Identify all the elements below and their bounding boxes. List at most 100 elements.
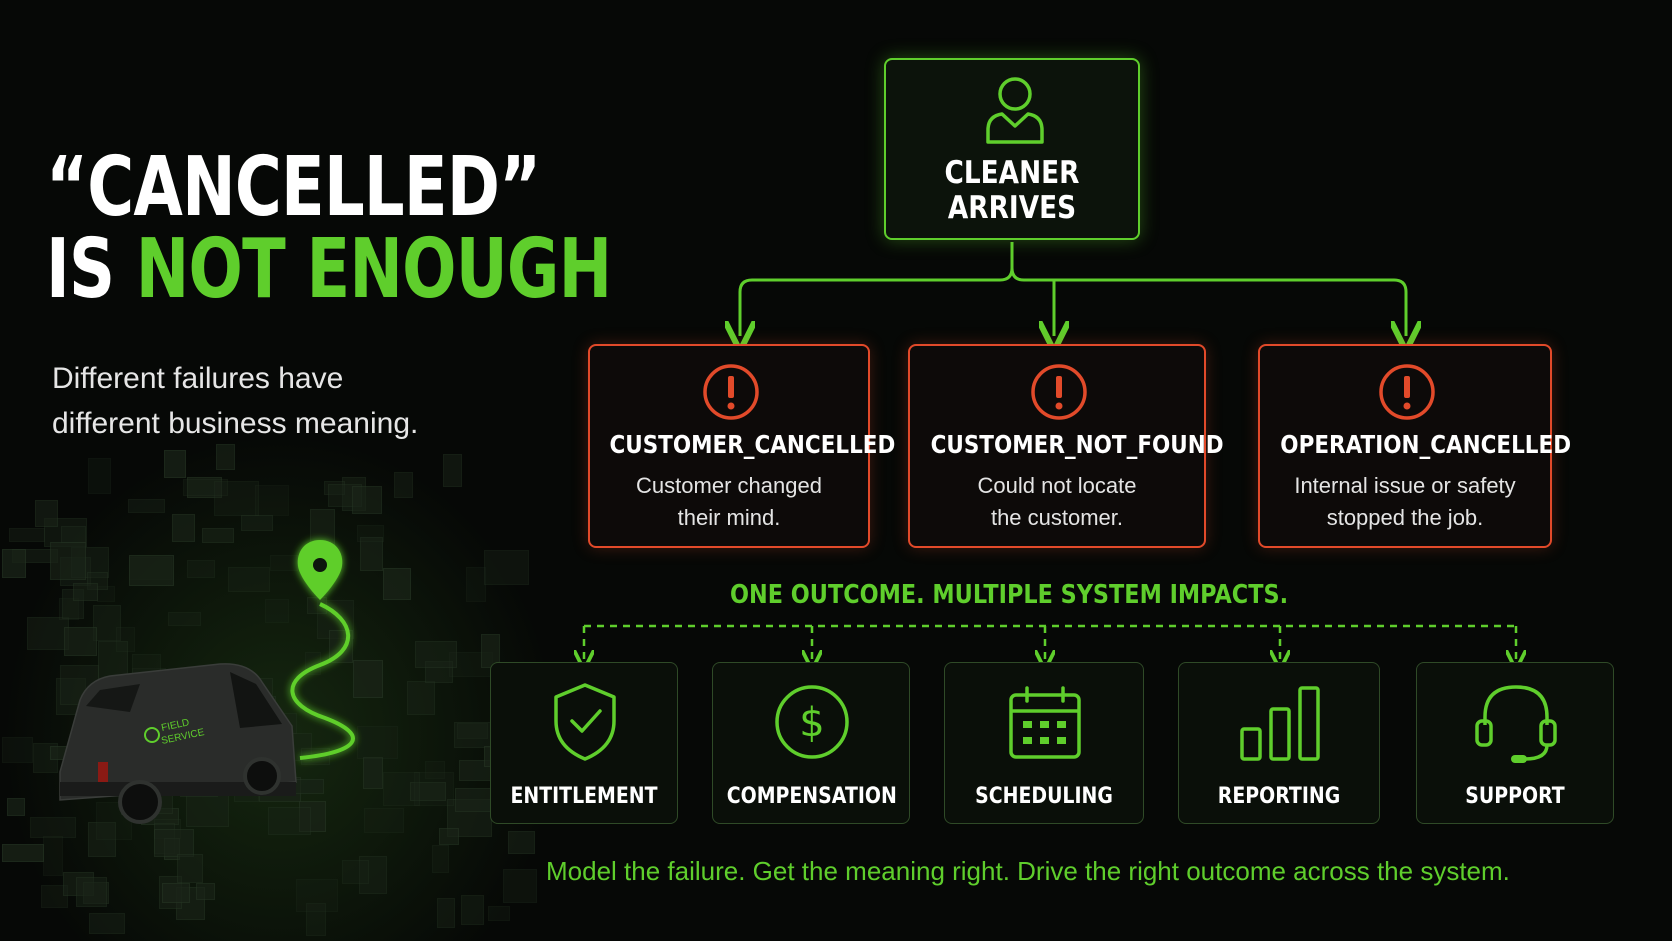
- city-block: [1, 843, 44, 863]
- city-block: [171, 513, 195, 542]
- city-block: [364, 807, 405, 833]
- city-block: [454, 788, 493, 813]
- city-block: [357, 524, 384, 542]
- city-block: [202, 528, 234, 544]
- impact-label: COMPENSATION: [726, 784, 897, 809]
- city-block: [483, 549, 529, 585]
- van-icon: FIELD SERVICE: [59, 663, 297, 824]
- alert-icon: [1031, 364, 1087, 420]
- city-block: [503, 868, 537, 903]
- dollar-icon: $: [775, 685, 849, 759]
- city-block: [50, 541, 87, 580]
- impact-label: ENTITLEMENT: [510, 784, 658, 809]
- city-block: [215, 444, 235, 471]
- city-block: [415, 640, 457, 669]
- failure-description: Customer changed their mind.: [590, 470, 868, 534]
- failure-description-line2: their mind.: [677, 505, 781, 530]
- root-label-line1: CLEANER: [944, 155, 1080, 191]
- city-block: [360, 536, 384, 571]
- city-block: [127, 498, 165, 513]
- city-block: [186, 477, 223, 498]
- city-block: [296, 878, 338, 913]
- failure-description: Could not locate the customer.: [910, 470, 1204, 534]
- city-block: [162, 882, 190, 904]
- city-block: [305, 903, 326, 936]
- city-block: [26, 617, 70, 650]
- city-block: [187, 560, 215, 579]
- impact-label: SCHEDULING: [975, 784, 1113, 809]
- failure-description-line2: the customer.: [990, 505, 1124, 530]
- root-node: CLEANER ARRIVES: [884, 58, 1140, 240]
- city-block: [30, 817, 76, 839]
- title-line1: “CANCELLED”: [46, 140, 541, 235]
- subtitle-line2: different business meaning.: [52, 407, 419, 440]
- impact-label: SUPPORT: [1465, 784, 1565, 809]
- failure-description-line1: Internal issue or safety: [1294, 473, 1516, 498]
- city-block: [128, 555, 175, 586]
- alert-icon: [703, 364, 759, 420]
- impact-node-scheduling: SCHEDULING: [944, 662, 1144, 824]
- title-line2-prefix: IS: [46, 222, 136, 317]
- failure-node-customer-not-found: CUSTOMER_NOT_FOUND Could not locate the …: [908, 344, 1224, 548]
- city-block: [439, 827, 460, 846]
- city-block: [268, 806, 312, 835]
- city-block: [393, 472, 413, 498]
- svg-text:$: $: [799, 700, 824, 746]
- city-block: [424, 761, 446, 779]
- calendar-icon: [1009, 686, 1081, 759]
- city-block: [270, 554, 298, 571]
- city-block: [382, 771, 421, 806]
- failure-node-customer-cancelled: CUSTOMER_CANCELLED Customer changed thei…: [588, 344, 895, 548]
- impact-label: REPORTING: [1217, 784, 1341, 809]
- impact-node-reporting: REPORTING: [1178, 662, 1380, 824]
- city-block: [228, 566, 270, 593]
- city-block: [163, 450, 186, 479]
- city-block: [431, 844, 449, 873]
- city-block: [413, 772, 454, 807]
- bar-chart-icon: [1240, 686, 1320, 761]
- city-block: [61, 526, 86, 544]
- city-block: [352, 660, 384, 698]
- city-block: [240, 515, 273, 531]
- city-block: [488, 905, 510, 921]
- route-illustration: FIELD SERVICE: [59, 540, 355, 824]
- failure-code: OPERATION_CANCELLED: [1280, 430, 1572, 459]
- map-pin-icon: [297, 540, 343, 600]
- city-block: [1, 549, 26, 579]
- failure-description-line1: Customer changed: [636, 473, 822, 498]
- failure-description: Internal issue or safety stopped the job…: [1260, 470, 1550, 534]
- city-block: [508, 830, 535, 854]
- city-block: [255, 484, 290, 516]
- city-block: [341, 859, 369, 884]
- city-block: [461, 895, 485, 926]
- city-block: [183, 479, 228, 496]
- impact-node-support: SUPPORT: [1416, 662, 1614, 824]
- city-block: [442, 453, 463, 487]
- impact-node-entitlement: ENTITLEMENT: [490, 662, 678, 824]
- city-block: [359, 856, 387, 894]
- title-line2: IS NOT ENOUGH: [46, 222, 612, 317]
- person-icon: [986, 77, 1044, 144]
- city-block: [116, 627, 136, 652]
- alert-icon: [1379, 364, 1435, 420]
- root-label: CLEANER ARRIVES: [905, 156, 1119, 226]
- impact-connector: [584, 624, 1516, 660]
- city-block: [96, 802, 133, 841]
- shield-check-icon: [554, 683, 616, 761]
- city-block: [176, 853, 204, 883]
- tree-connector: [740, 242, 1406, 336]
- city-block: [64, 627, 98, 657]
- failure-node-operation-cancelled: OPERATION_CANCELLED Internal issue or sa…: [1258, 344, 1572, 548]
- city-block: [76, 876, 108, 908]
- city-block: [383, 568, 412, 600]
- city-block: [88, 822, 116, 857]
- subtitle: Different failures have different busine…: [52, 356, 472, 446]
- city-block: [6, 798, 26, 816]
- city-block: [168, 611, 201, 627]
- failure-code: CUSTOMER_NOT_FOUND: [930, 430, 1224, 459]
- city-block: [1, 737, 33, 764]
- city-block: [362, 756, 384, 790]
- city-block: [43, 836, 64, 876]
- city-block: [58, 597, 79, 621]
